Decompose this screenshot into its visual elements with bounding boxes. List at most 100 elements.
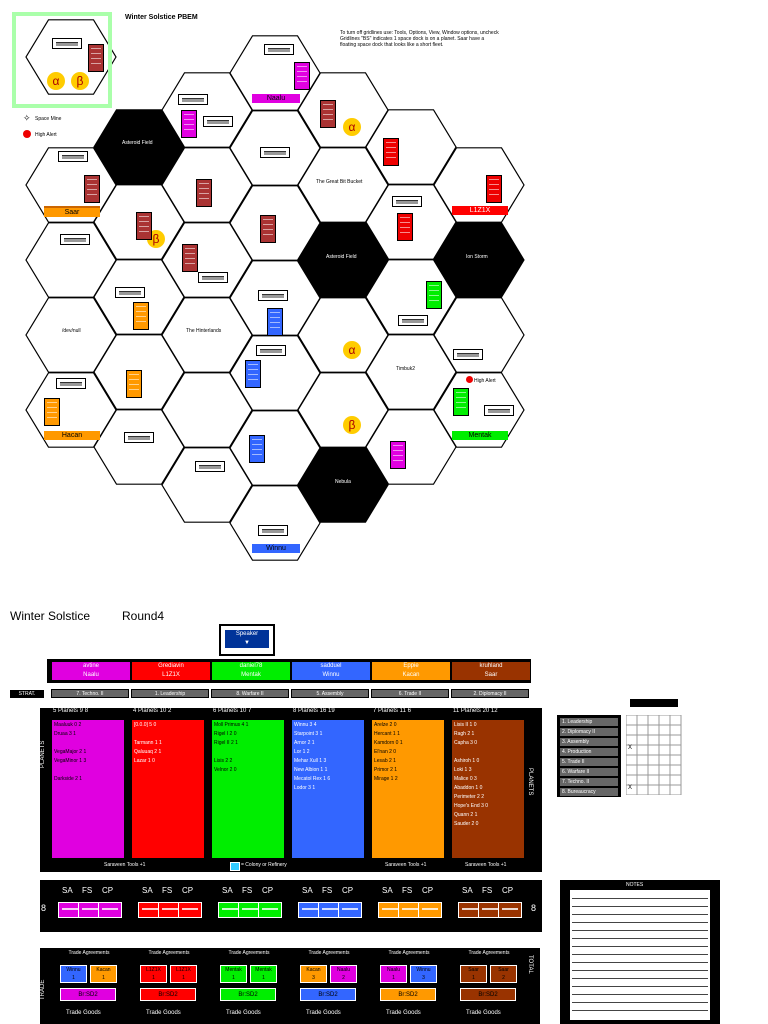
fleet-token[interactable] (258, 290, 288, 301)
planet-row[interactable]: Winnu 3 4 (294, 722, 317, 728)
planet-row[interactable]: Moll Primus 4 1 (214, 722, 249, 728)
system-hex[interactable] (229, 485, 321, 561)
fleet-token[interactable] (484, 405, 514, 416)
planet-row[interactable]: Druaa 3 1 (54, 731, 76, 737)
trade-goods-value[interactable]: Br:SD2 (220, 988, 276, 1001)
sf-value-box[interactable] (478, 902, 502, 918)
planet-row[interactable]: Lisis II 1 0 (454, 722, 477, 728)
planet-card-icon[interactable] (260, 215, 276, 243)
planet-row[interactable]: Loki 1 3 (454, 767, 472, 773)
planet-card-icon[interactable] (397, 213, 413, 241)
sf-value-box[interactable] (178, 902, 202, 918)
planet-row[interactable]: Mirage 1 2 (374, 776, 398, 782)
planet-card-icon[interactable] (84, 175, 100, 203)
planet-row[interactable]: VegaMajor 2 1 (54, 749, 87, 755)
planet-row[interactable]: Quann 2 1 (454, 812, 478, 818)
fleet-token[interactable] (260, 147, 290, 158)
planet-card-icon[interactable] (136, 212, 152, 240)
fleet-token[interactable] (258, 525, 288, 536)
strategy-card[interactable]: 1. Leadership (131, 689, 209, 698)
planet-row[interactable]: Malice 0 3 (454, 776, 477, 782)
strategy-card[interactable]: 2. Diplomacy II (451, 689, 529, 698)
planet-card-icon[interactable] (383, 138, 399, 166)
fleet-token[interactable] (195, 461, 225, 472)
planet-row[interactable]: Primor 2 1 (374, 767, 398, 773)
fleet-token[interactable] (52, 38, 82, 49)
trade-goods-value[interactable]: Br:SD2 (60, 988, 116, 1001)
fleet-token[interactable] (60, 234, 90, 245)
fleet-token[interactable] (115, 287, 145, 298)
sf-value-box[interactable] (498, 902, 522, 918)
sf-value-box[interactable] (338, 902, 362, 918)
planet-row[interactable]: Arelze 2 0 (374, 722, 397, 728)
planet-row[interactable]: Rigel I 2 0 (214, 731, 237, 737)
strategy-card[interactable]: 6. Trade II (371, 689, 449, 698)
sf-value-box[interactable] (318, 902, 342, 918)
planet-row[interactable]: Darkside 2 1 (54, 776, 83, 782)
fleet-token[interactable] (178, 94, 208, 105)
planet-row[interactable]: New Albion 1 1 (294, 767, 328, 773)
planet-row[interactable]: El'nan 2 0 (374, 749, 397, 755)
fleet-token[interactable] (198, 272, 228, 283)
fleet-token[interactable] (398, 315, 428, 326)
sf-value-box[interactable] (418, 902, 442, 918)
planet-row[interactable]: Maaluuk 0 2 (54, 722, 82, 728)
fleet-token[interactable] (58, 151, 88, 162)
trade-goods-value[interactable]: Br:SD2 (140, 988, 196, 1001)
planet-row[interactable]: Rigel II 2 1 (214, 740, 238, 746)
planet-row[interactable]: Lor 1 2 (294, 749, 310, 755)
planet-row[interactable]: Lesab 2 1 (374, 758, 396, 764)
planet-card-icon[interactable] (390, 441, 406, 469)
planet-card-icon[interactable] (88, 44, 104, 72)
planet-card-icon[interactable] (486, 175, 502, 203)
fleet-token[interactable] (392, 196, 422, 207)
planet-row[interactable]: Hope's End 3 0 (454, 803, 489, 809)
planet-row[interactable]: Sauder 2 0 (454, 821, 479, 827)
strategy-card[interactable]: 7. Techno. II (51, 689, 129, 698)
planet-card-icon[interactable] (44, 398, 60, 426)
planet-row[interactable]: Mecatol Rex 1 6 (294, 776, 331, 782)
planet-card-icon[interactable] (181, 110, 197, 138)
planet-row[interactable]: Ashiroh 1 0 (454, 758, 480, 764)
fleet-token[interactable] (56, 378, 86, 389)
planet-row[interactable]: Tarmann 1 1 (134, 740, 162, 746)
fleet-token[interactable] (203, 116, 233, 127)
planet-row[interactable]: Abaddon 1 0 (454, 785, 483, 791)
planet-row[interactable]: Mehar Xull 1 3 (294, 758, 327, 764)
strategy-card[interactable]: 8. Warfare II (211, 689, 289, 698)
sf-value-box[interactable] (138, 902, 162, 918)
planet-row[interactable]: Capha 3 0 (454, 740, 478, 746)
planet-row[interactable]: Hercant 1 1 (374, 731, 400, 737)
system-hex[interactable] (297, 447, 389, 523)
planet-card-icon[interactable] (426, 281, 442, 309)
trade-goods-value[interactable]: Br:SD2 (460, 988, 516, 1001)
trade-goods-value[interactable]: Br:SD2 (380, 988, 436, 1001)
trade-goods-value[interactable]: Br:SD2 (300, 988, 356, 1001)
planet-card-icon[interactable] (267, 308, 283, 336)
planet-row[interactable]: Qaluuaq 2 1 (134, 749, 162, 755)
sf-value-box[interactable] (258, 902, 282, 918)
planet-row[interactable]: Arnor 2 1 (294, 740, 315, 746)
planet-card-icon[interactable] (249, 435, 265, 463)
planet-row[interactable]: Lisis 2 2 (214, 758, 233, 764)
planet-card-icon[interactable] (294, 62, 310, 90)
planet-card-icon[interactable] (126, 370, 142, 398)
planet-card-icon[interactable] (320, 100, 336, 128)
planet-row[interactable]: Velnor 2 0 (214, 767, 237, 773)
planet-card-icon[interactable] (453, 388, 469, 416)
planet-row[interactable]: [0.0.0] 5 0 (134, 722, 157, 728)
fleet-token[interactable] (124, 432, 154, 443)
sf-value-box[interactable] (158, 902, 182, 918)
planet-row[interactable]: VegaMinor 1 3 (54, 758, 87, 764)
fleet-token[interactable] (256, 345, 286, 356)
fleet-token[interactable] (264, 44, 294, 55)
